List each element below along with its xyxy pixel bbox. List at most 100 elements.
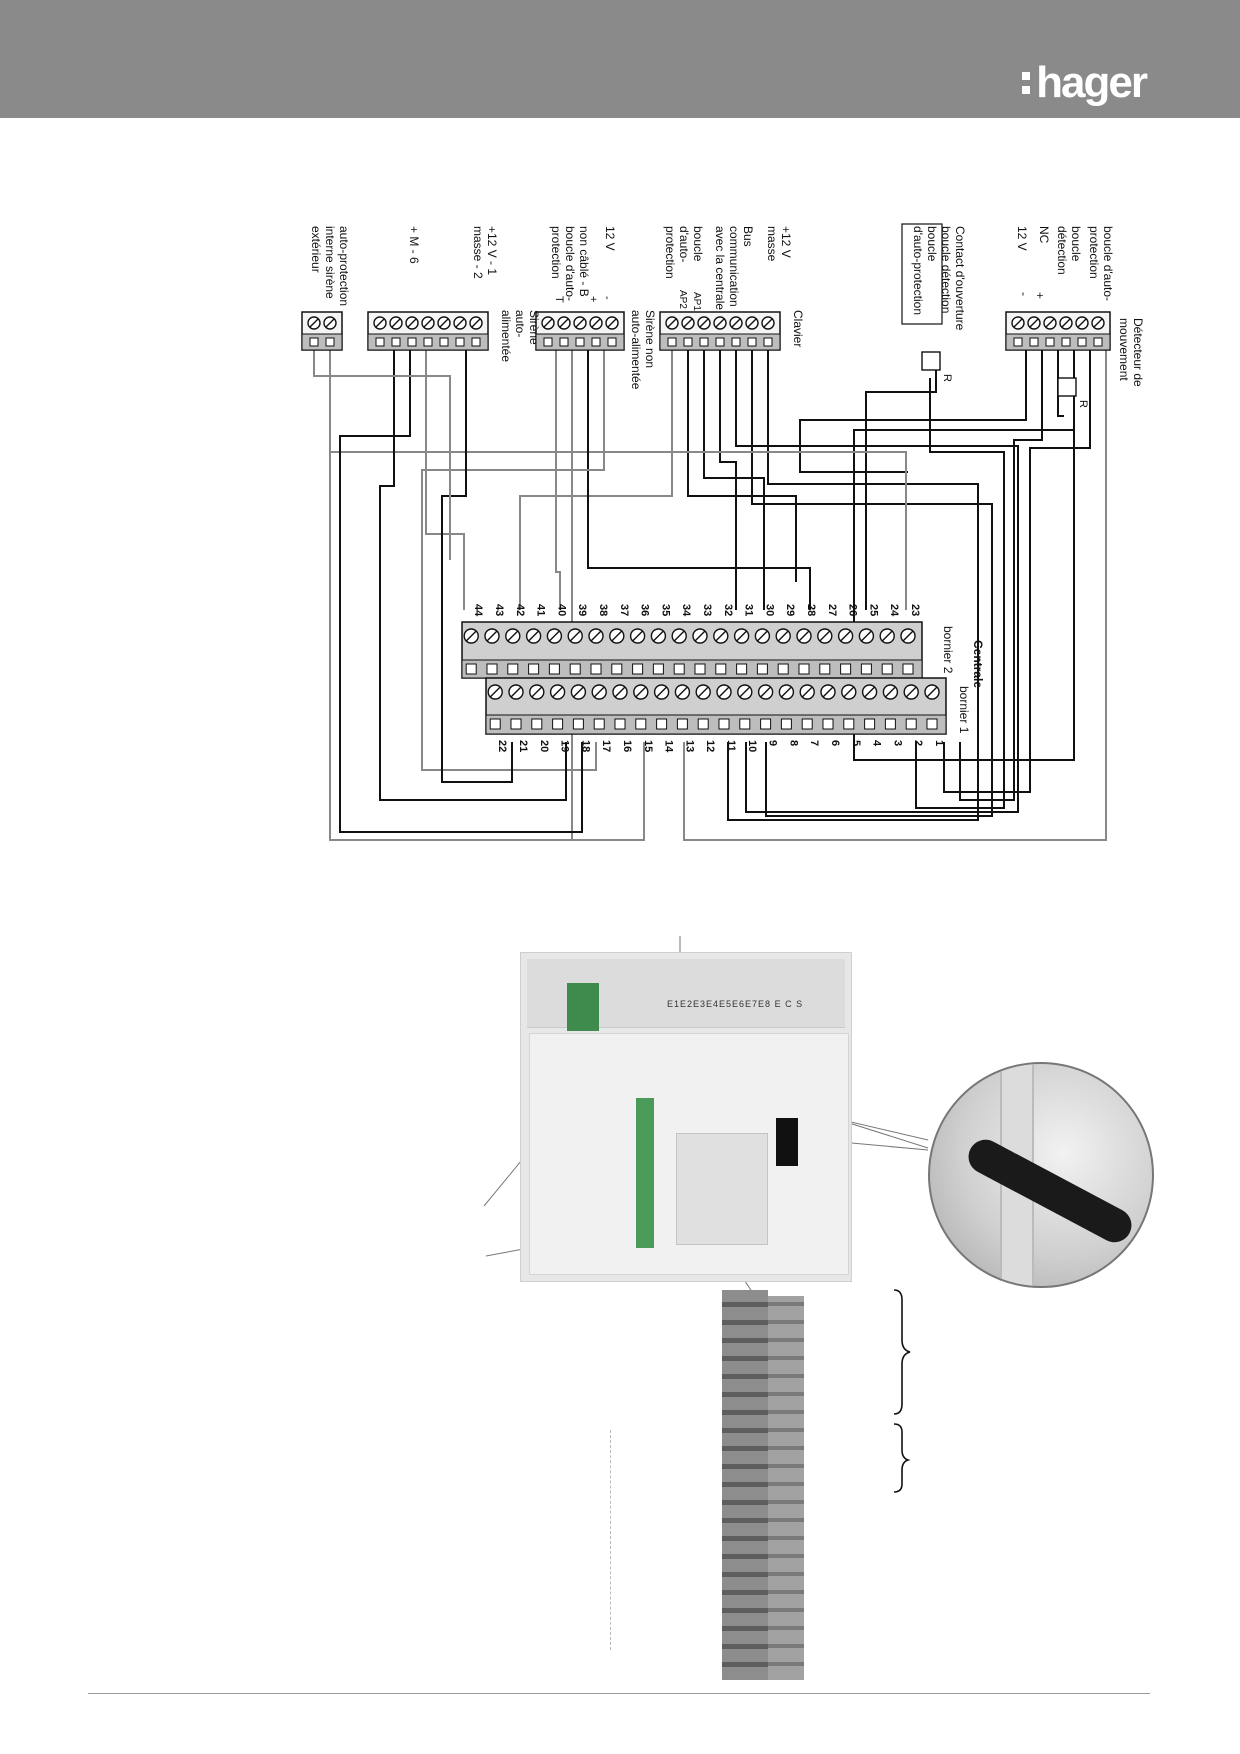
diagram-labels: 2312422532642752862973083193210331134123… [309, 226, 1145, 753]
b2-terminal-number: 35 [659, 604, 671, 616]
wire-14 [727, 350, 979, 821]
b2-terminal-number: 37 [618, 604, 630, 616]
siren-auto-label-2: masse - 2 [471, 226, 485, 279]
clavier-label-7: d'auto- [677, 226, 691, 262]
b2-terminal-number: 33 [701, 604, 713, 616]
siren-non-title-1: Sirène non [643, 310, 657, 368]
resistor-2 [1057, 377, 1077, 397]
clavier-terminal-block [659, 311, 781, 351]
wire-12 [735, 350, 1019, 813]
wire-6 [683, 350, 1107, 841]
b1-terminal-number: 5 [850, 740, 862, 746]
clavier-label-3: Bus [741, 226, 755, 247]
dashed-guide-line [610, 1430, 611, 1650]
wire-5 [799, 350, 1027, 473]
b1-terminal-number: 22 [496, 740, 508, 752]
wire-1 [853, 350, 1075, 761]
b1-terminal-number: 13 [683, 740, 695, 752]
b1-terminal-number: 10 [746, 740, 758, 752]
siren-non-label-2: non câblé - B [577, 226, 591, 297]
siren-auto-terminal-block [367, 311, 489, 351]
detector-label-3: boucle [1069, 226, 1083, 262]
contact-label-2: boucle détection [939, 226, 953, 313]
contact-box [901, 223, 943, 325]
photo-inputs-label: E1E2E3E4E5E6E7E8 E C S [667, 999, 804, 1009]
clavier-sign-ap2: AP2 [677, 290, 688, 309]
bornier-2-label: bornier 2 [941, 626, 955, 674]
siren-non-sign-t: T [553, 296, 565, 303]
zoom-cable [962, 1133, 1138, 1249]
contact-label-3: boucle [925, 226, 939, 262]
detector-label-2: protection [1087, 226, 1101, 279]
siren-auto-title-3: alimentée [499, 310, 513, 362]
wire-23 [441, 350, 513, 783]
wire-24 [313, 350, 451, 560]
contact-resistor-label: R [941, 374, 953, 382]
b2-terminal-number: 38 [597, 604, 609, 616]
wire-22 [425, 350, 465, 610]
centrale-title: Centrale [971, 640, 985, 688]
logo-text: hager [1036, 58, 1148, 107]
detector-title-1: Détecteur de [1131, 318, 1145, 387]
terminal-block-photo-left [722, 1290, 768, 1680]
wire-10 [703, 350, 765, 610]
b1-terminal-number: 17 [600, 740, 612, 752]
siren-auto-title-1: Sirène [527, 310, 541, 345]
b2-terminal-number: 36 [639, 604, 651, 616]
bornier-1-label: bornier 1 [957, 686, 971, 734]
wire-20 [339, 350, 583, 833]
b2-terminal-number: 44 [472, 604, 484, 617]
ext-label-1: auto-protection [337, 226, 351, 306]
b1-terminal-number: 15 [642, 740, 654, 752]
ext-label-3: extérieur [309, 226, 323, 273]
wire-16 [555, 350, 561, 610]
wire-8 [915, 378, 1005, 809]
b1-terminal-number: 20 [538, 740, 550, 752]
header-bar: hager [0, 0, 1240, 118]
b2-terminal-number: 41 [535, 604, 547, 616]
b1-terminal-number: 16 [621, 740, 633, 752]
photo-black-part [776, 1118, 798, 1166]
b1-terminal-number: 2 [912, 740, 924, 746]
b1-terminal-number: 21 [517, 740, 529, 752]
b2-terminal-number: 30 [763, 604, 775, 616]
brace-1 [893, 1289, 911, 1415]
b2-terminal-number: 29 [784, 604, 796, 616]
b1-terminal-number: 1 [933, 740, 945, 746]
clavier-label-2: masse [765, 226, 779, 262]
wire-18 [587, 350, 811, 610]
brace-2 [893, 1423, 911, 1493]
photo-module [676, 1133, 768, 1245]
b2-terminal-number: 23 [909, 604, 921, 616]
wire-13 [751, 350, 993, 817]
wires [313, 350, 1107, 1493]
siren-non-sign-minus: - [601, 296, 613, 300]
photo-green-connector [567, 983, 599, 1031]
centrale-bornier-1 [485, 677, 947, 735]
logo-dots-icon [1022, 72, 1031, 94]
wire-4 [959, 350, 1043, 801]
footer-rule [88, 1693, 1150, 1694]
b1-terminal-number: 18 [579, 740, 591, 752]
wire-15 [519, 350, 673, 610]
b1-terminal-number: 9 [767, 740, 779, 746]
detector-label-6: 12 V [1015, 226, 1029, 251]
siren-non-label-3: boucle d'auto- [563, 226, 577, 301]
clavier-label-4: communication [727, 226, 741, 307]
siren-auto-label-3: + M - 6 [407, 226, 421, 264]
clavier-label-8: protection [663, 226, 677, 279]
wire-9 [687, 350, 797, 582]
terminal-block-photo-right [768, 1296, 804, 1680]
detector-title-2: mouvement [1117, 318, 1131, 381]
terminal-blocks [301, 223, 1111, 735]
ext-terminal-block [301, 311, 343, 351]
b2-terminal-number: 28 [805, 604, 817, 616]
detector-label-4: détection [1055, 226, 1069, 275]
siren-non-terminal-block [535, 311, 625, 351]
zoom-detail-photo [928, 1062, 1154, 1288]
detector-label-1: boucle d'auto- [1101, 226, 1115, 301]
b2-terminal-number: 42 [514, 604, 526, 616]
siren-non-title-2: auto-alimentée [629, 310, 643, 390]
contact-label-1: Contact d'ouverture [953, 226, 967, 331]
photo-terminal-strip [636, 1098, 654, 1248]
